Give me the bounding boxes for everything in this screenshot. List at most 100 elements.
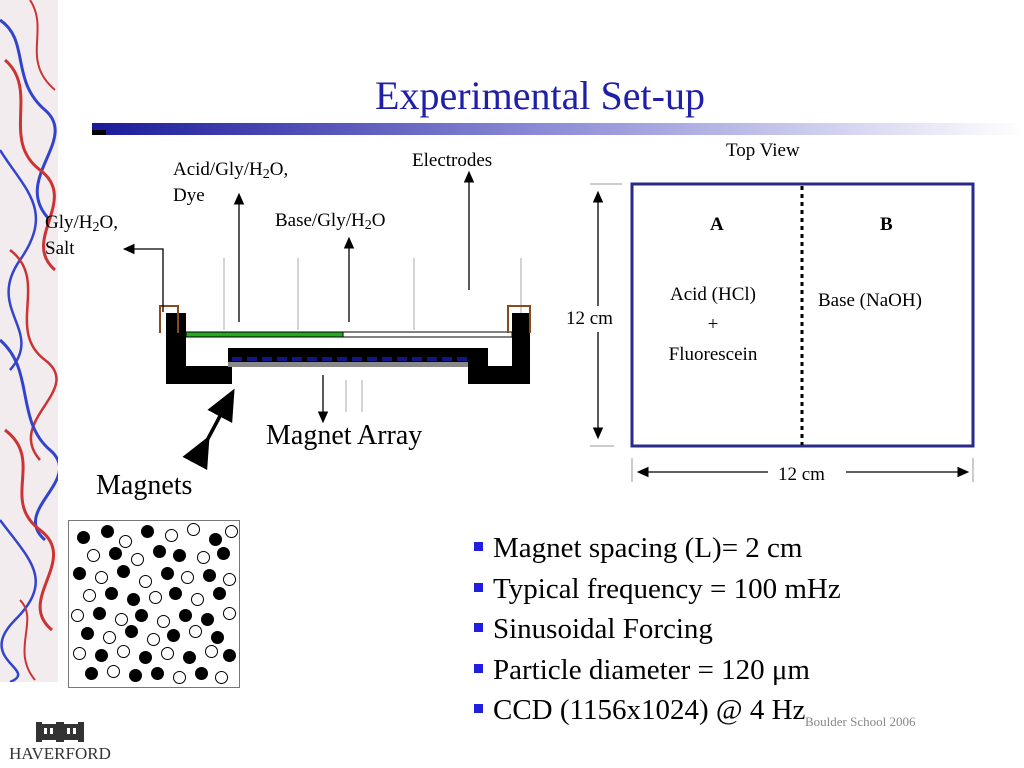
bullet-item: Sinusoidal Forcing: [474, 609, 841, 650]
magnet-dot: [153, 545, 166, 558]
right-copper-bracket: [507, 305, 531, 333]
magnet-dot: [197, 551, 210, 564]
magnet-dot: [183, 651, 196, 664]
magnet-dot: [107, 665, 120, 678]
bullet-item: CCD (1156x1024) @ 4 Hz: [474, 690, 841, 731]
magnet-dot: [117, 565, 130, 578]
gly-salt-label: Gly/H2O,Salt: [45, 212, 118, 259]
magnet-dot: [125, 625, 138, 638]
magnet-dot: [201, 613, 214, 626]
top-view-container: [590, 182, 975, 482]
magnet-dot: [169, 587, 182, 600]
magnet-dot: [131, 553, 144, 566]
height-label: 12 cm: [566, 308, 613, 329]
bullet-item: Magnet spacing (L)= 2 cm: [474, 528, 841, 569]
bullet-marker: [474, 542, 483, 551]
cell-b-header: B: [880, 214, 893, 235]
magnet-dot: [187, 523, 200, 536]
magnet-dot: [119, 535, 132, 548]
magnet-dot: [139, 575, 152, 588]
magnet-dot: [209, 533, 222, 546]
magnet-dot: [87, 549, 100, 562]
base-layer: [342, 331, 513, 338]
magnet-pattern-box: [68, 520, 240, 688]
magnet-dot: [83, 589, 96, 602]
magnet-dot: [217, 547, 230, 560]
magnet-dot: [223, 607, 236, 620]
magnet-dot: [129, 669, 142, 682]
magnet-dot: [223, 649, 236, 662]
magnet-dot: [117, 645, 130, 658]
magnet-dot: [135, 609, 148, 622]
magnet-dot: [103, 631, 116, 644]
bullet-marker: [474, 582, 483, 592]
magnet-array-label: Magnet Array: [266, 420, 423, 451]
left-copper-bracket: [159, 305, 179, 333]
magnet-dot: [109, 547, 122, 560]
magnet-dot: [149, 591, 162, 604]
magnet-dot: [211, 631, 224, 644]
top-view-title: Top View: [726, 140, 800, 161]
magnet-dot: [205, 645, 218, 658]
magnet-dot: [141, 525, 154, 538]
magnet-dot: [147, 633, 160, 646]
magnet-dot: [189, 625, 202, 638]
base-gly-label: Base/Gly/H2O: [275, 210, 386, 233]
bullet-marker: [474, 663, 483, 673]
magnet-dot: [73, 647, 86, 660]
tank-cross-section: [159, 305, 531, 384]
magnet-dot: [81, 627, 94, 640]
flow-visualization-strip: [0, 0, 58, 682]
magnet-dot: [203, 569, 216, 582]
magnet-dot: [73, 567, 86, 580]
cell-b-text: Base (NaOH): [818, 290, 922, 311]
magnet-dot: [213, 587, 226, 600]
magnet-dot: [173, 549, 186, 562]
cell-a-text: Acid (HCl)+Fluorescein: [668, 284, 758, 365]
magnet-dot: [157, 615, 170, 628]
magnet-dot: [115, 613, 128, 626]
magnet-dot: [101, 525, 114, 538]
label-arrows: [122, 170, 475, 424]
electrodes-label: Electrodes: [412, 150, 493, 171]
tank-wall: [166, 313, 530, 384]
magnet-dot: [95, 649, 108, 662]
width-label: 12 cm: [778, 464, 825, 485]
svg-text:HAVERFORD: HAVERFORD: [9, 744, 111, 762]
magnet-dot: [139, 651, 152, 664]
magnet-dot: [225, 525, 238, 538]
slide-title: Experimental Set-up: [375, 73, 705, 118]
magnet-dot: [215, 671, 228, 684]
magnet-dot: [181, 571, 194, 584]
bullet-item: Typical frequency = 100 mHz: [474, 569, 841, 610]
magnet-dot: [85, 667, 98, 680]
magnet-dot: [95, 571, 108, 584]
magnet-dot: [161, 567, 174, 580]
magnet-dot: [105, 587, 118, 600]
acid-gly-label: Acid/Gly/H2O,Dye: [173, 159, 289, 206]
magnet-dot: [161, 647, 174, 660]
bullet-marker: [474, 704, 483, 713]
magnet-array-plate: [228, 362, 468, 367]
magnet-dot: [151, 667, 164, 680]
magnet-dot: [127, 593, 140, 606]
magnet-dot: [223, 573, 236, 586]
guide-lines: [223, 258, 522, 412]
magnets-label: Magnets: [96, 470, 193, 501]
magnet-dot: [77, 531, 90, 544]
bullet-marker: [474, 623, 483, 632]
magnets-pointer: [182, 388, 235, 471]
magnet-dot: [71, 609, 84, 622]
bullet-item: Particle diameter = 120 μm: [474, 650, 841, 691]
magnet-dot: [173, 671, 186, 684]
cell-a-header: A: [710, 214, 724, 235]
acid-layer: [185, 331, 344, 338]
magnet-dot: [191, 593, 204, 606]
magnet-dot: [167, 629, 180, 642]
footer-text: Boulder School 2006: [805, 714, 916, 729]
haverford-logo: HAVERFORD: [9, 722, 111, 762]
magnet-dot: [195, 667, 208, 680]
title-underline-bar: [92, 123, 1024, 135]
magnet-dot: [165, 529, 178, 542]
